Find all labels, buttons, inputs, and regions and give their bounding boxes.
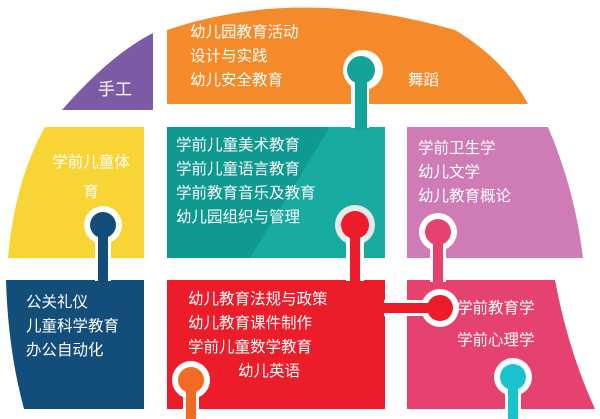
label-arts: 学前儿童美术教育 学前儿童语言教育 学前教育音乐及教育 幼儿园组织与管理 (176, 133, 316, 229)
text-line: 幼儿教育概论 (418, 187, 512, 205)
piece-etiquette (6, 280, 144, 409)
label-activities: 幼儿园教育活动 设计与实践 幼儿安全教育 (190, 20, 299, 92)
text-line: 幼儿英语 (238, 362, 301, 380)
connector-pink (419, 213, 457, 282)
text-line: 儿童科学教育 (26, 317, 120, 335)
text-line: 学前心理学 (457, 331, 535, 349)
text-line: 公关礼仪 (26, 293, 89, 311)
text-line: 设计与实践 (190, 47, 268, 65)
text-line: 学前儿童体 (52, 153, 130, 171)
text-line: 办公自动化 (26, 341, 104, 359)
label-policy: 幼儿教育法规与政策 幼儿教育课件制作 学前儿童数学教育 幼儿英语 (188, 287, 328, 383)
text-line: 舞蹈 (408, 71, 440, 89)
text-line: 幼儿教育法规与政策 (188, 290, 328, 308)
text-line: 学前教育学 (457, 299, 535, 317)
label-health: 学前卫生学 幼儿文学 幼儿教育概论 (418, 136, 511, 208)
piece-handcraft (62, 33, 153, 110)
connector-red-horizontal (384, 289, 459, 327)
connector-cyan (494, 358, 532, 419)
label-pe: 学前儿童体 育 (46, 150, 136, 204)
text-line: 幼儿园组织与管理 (176, 208, 301, 226)
text-line: 幼儿园教育活动 (190, 23, 299, 41)
label-pedagogy: 学前教育学 学前心理学 (457, 296, 535, 352)
piece-activities (167, 7, 528, 104)
text-line: 学前卫生学 (418, 139, 496, 157)
connector-teal (343, 50, 383, 130)
connector-navy (84, 206, 122, 281)
label-handcraft: 手工 (98, 78, 132, 102)
text-line: 幼儿安全教育 (190, 71, 284, 89)
label-dance: 舞蹈 (408, 68, 439, 92)
piece-policy (167, 280, 385, 409)
text-line: 手工 (98, 80, 132, 100)
text-line: 幼儿教育课件制作 (188, 314, 313, 332)
label-etiquette: 公关礼仪 儿童科学教育 办公自动化 (26, 290, 119, 362)
connector-orange (172, 361, 210, 419)
text-line: 育 (83, 183, 99, 201)
text-line: 学前儿童数学教育 (188, 338, 313, 356)
text-line: 幼儿文学 (418, 163, 481, 181)
text-line: 学前儿童美术教育 (176, 136, 301, 154)
text-line: 学前儿童语言教育 (176, 160, 301, 178)
connector-red (335, 205, 375, 281)
text-line: 学前教育音乐及教育 (176, 184, 316, 202)
